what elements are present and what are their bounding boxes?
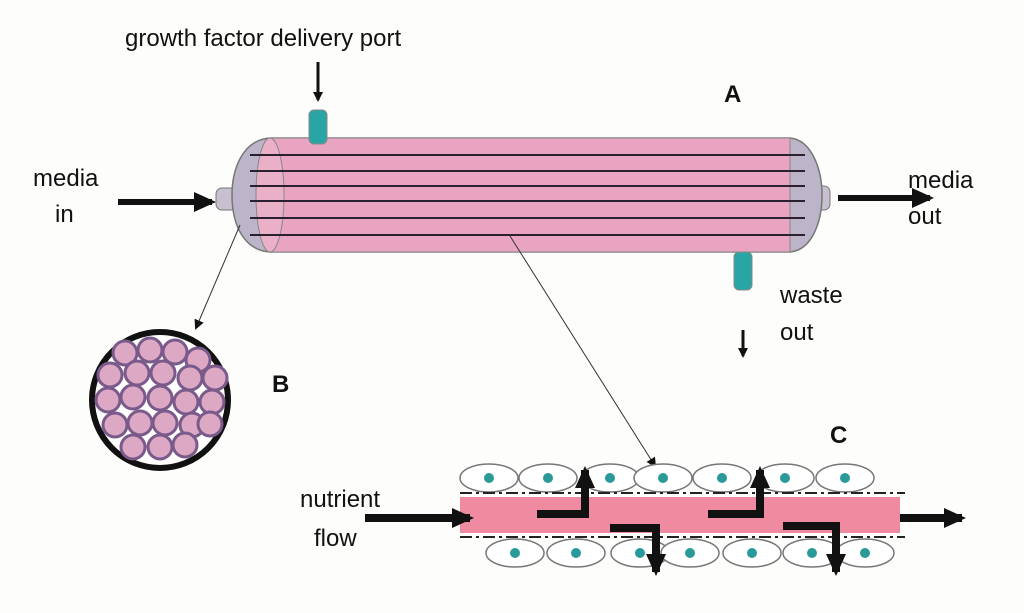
waste-out-label-1: waste (779, 282, 843, 309)
cell-nucleus (807, 548, 817, 558)
cartridge-inlet-face (255, 137, 285, 253)
growth-port-label: growth factor delivery port (125, 25, 401, 52)
waste-port (733, 251, 753, 291)
panel-a-label: A (724, 81, 741, 108)
bundle-fiber (94, 386, 122, 414)
cell-nucleus (635, 548, 645, 558)
bundle-fiber (119, 433, 147, 461)
bundle-fiber (176, 364, 204, 392)
bundle-fiber (123, 359, 151, 387)
pointer-to-c (509, 235, 657, 468)
bundle-fiber (161, 338, 189, 366)
bundle-fiber (149, 359, 177, 387)
bundle-fiber (172, 388, 200, 416)
media-in-label-1: media (33, 165, 99, 192)
cell-nucleus (860, 548, 870, 558)
panel-c-label: C (830, 422, 847, 449)
bundle-fiber (151, 409, 179, 437)
panel-b-label: B (272, 371, 289, 398)
bundle-fiber (119, 383, 147, 411)
cell-nucleus (840, 473, 850, 483)
diffusion-arrow-up-2 (708, 466, 770, 518)
media-in-label-2: in (55, 201, 74, 228)
bundle-fiber (146, 384, 174, 412)
bundle-fiber (146, 433, 174, 461)
cartridge-body (269, 137, 791, 253)
diffusion-arrow-down-2 (783, 522, 846, 576)
cell-nucleus (571, 548, 581, 558)
hollow-fiber-cartridge (215, 109, 831, 291)
bundle-fiber (96, 361, 124, 389)
bundle-fiber (126, 409, 154, 437)
bundle-fiber (136, 336, 164, 364)
fiber-detail (365, 463, 966, 576)
bundle-fiber (198, 388, 226, 416)
cell-nucleus (685, 548, 695, 558)
cell-nucleus (717, 473, 727, 483)
cell-nucleus (510, 548, 520, 558)
cell-nucleus (484, 473, 494, 483)
bundle-fiber (201, 364, 229, 392)
cell-nucleus (780, 473, 790, 483)
media-out-label-2: out (908, 203, 942, 230)
diffusion-arrow-down-1 (610, 524, 666, 576)
cell-nucleus (747, 548, 757, 558)
nutrient-flow-label-1: nutrient (300, 486, 380, 513)
pointer-to-b (194, 224, 241, 330)
media-out-label-1: media (908, 167, 974, 194)
bundle-fiber (101, 411, 129, 439)
hollow-fibers (250, 154, 805, 236)
cell-nucleus (605, 473, 615, 483)
nutrient-flow-label-2: flow (314, 525, 357, 552)
cell-nucleus (658, 473, 668, 483)
waste-out-label-2: out (780, 319, 814, 346)
bundle-fiber (196, 410, 224, 438)
fiber-bundle-cross-section (89, 329, 231, 471)
cell-nucleus (543, 473, 553, 483)
bundle-fiber (171, 431, 199, 459)
growth-factor-port (308, 109, 328, 145)
diffusion-arrow-up-1 (537, 466, 595, 518)
